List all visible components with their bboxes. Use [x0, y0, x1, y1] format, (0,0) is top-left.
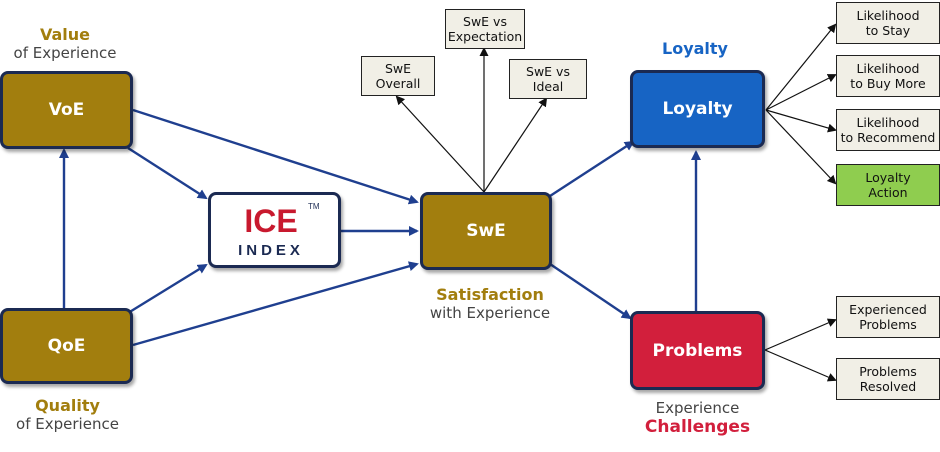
- arrow-problems-to-experienced: [764, 318, 837, 351]
- swe-vs-expectation-box: SwE vs Expectation: [445, 9, 525, 49]
- arrow-qoe-to-swe: [132, 261, 419, 347]
- problems-resolved-box: Problems Resolved: [836, 358, 940, 400]
- value-caption-subtitle: of Experience: [13, 44, 117, 62]
- challenges-caption-subtitle: Experience: [655, 399, 740, 417]
- arrow-loyalty-to-stay: [765, 23, 837, 111]
- challenges-caption: Experience Challenges: [630, 399, 765, 437]
- voe-node: VoE: [0, 71, 133, 149]
- quality-caption-title: Quality: [35, 396, 100, 415]
- quality-caption-subtitle: of Experience: [16, 415, 119, 433]
- arrow-swe-to-overall: [395, 95, 485, 193]
- likelihood-to-buy-more-box: Likelihood to Buy More: [836, 55, 940, 97]
- loyalty-caption-title: Loyalty: [662, 39, 728, 58]
- likelihood-to-stay-box: Likelihood to Stay: [836, 2, 940, 44]
- arrow-loyalty-to-buy-more: [765, 74, 837, 111]
- ice-index-logo: ICE TM INDEX: [238, 202, 320, 259]
- arrow-qoe-to-ice: [127, 263, 208, 315]
- arrow-voe-to-ice: [127, 146, 208, 200]
- satisfaction-caption-title: Satisfaction: [436, 285, 544, 304]
- ice-index-node: ICE TM INDEX: [208, 192, 341, 268]
- experienced-problems-box: Experienced Problems: [836, 296, 940, 338]
- arrow-loyalty-to-action: [765, 109, 837, 185]
- arrow-problems-to-resolved: [764, 349, 837, 382]
- challenges-caption-title: Challenges: [644, 417, 751, 437]
- ice-logo-index: INDEX: [238, 242, 304, 259]
- arrow-voe-to-swe: [132, 108, 419, 205]
- value-caption: Value of Experience: [0, 25, 130, 63]
- swe-overall-box: SwE Overall: [361, 56, 435, 96]
- loyalty-node: Loyalty: [630, 70, 765, 148]
- loyalty-caption: Loyalty: [640, 39, 750, 58]
- likelihood-to-recommend-box: Likelihood to Recommend: [836, 109, 940, 151]
- arrow-swe-to-problems: [549, 263, 632, 320]
- swe-vs-ideal-box: SwE vs Ideal: [509, 59, 587, 99]
- ice-logo-word: ICE: [244, 203, 297, 239]
- satisfaction-caption: Satisfaction with Experience: [420, 285, 560, 323]
- loyalty-action-box: Loyalty Action: [836, 164, 940, 206]
- arrow-loyalty-to-recommend: [765, 109, 837, 133]
- ice-logo-trademark: TM: [308, 202, 320, 211]
- arrow-swe-to-loyalty: [549, 140, 635, 198]
- value-caption-title: Value: [39, 25, 91, 44]
- quality-caption: Quality of Experience: [0, 396, 135, 434]
- problems-node: Problems: [630, 311, 765, 390]
- arrow-swe-to-ideal: [483, 97, 548, 193]
- swe-node: SwE: [420, 192, 552, 270]
- qoe-node: QoE: [0, 308, 133, 384]
- satisfaction-caption-subtitle: with Experience: [429, 304, 551, 322]
